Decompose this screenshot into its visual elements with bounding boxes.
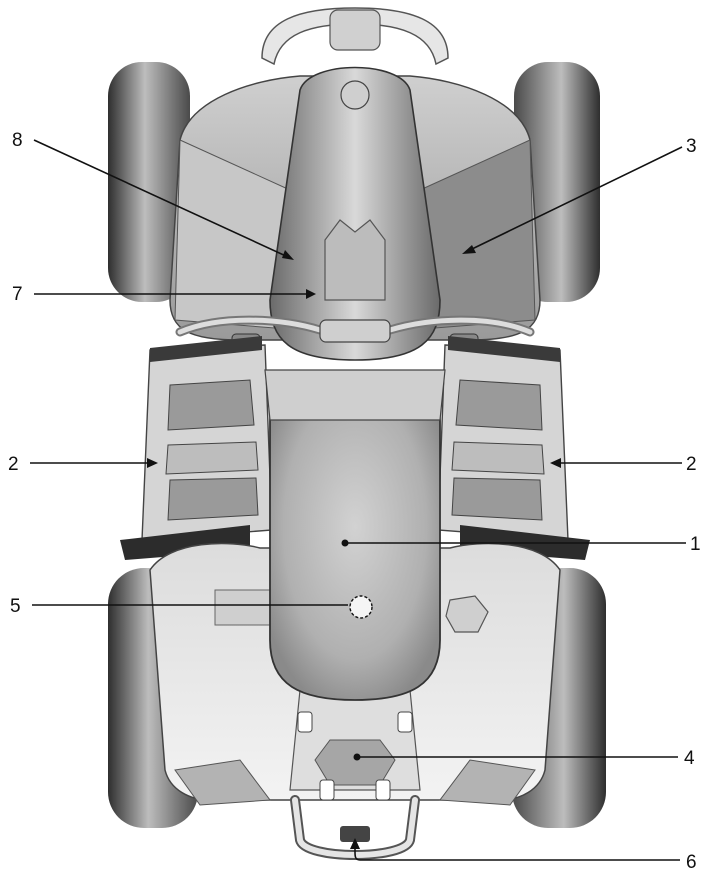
callout-3: 3 [686, 136, 697, 157]
callout-1: 1 [690, 534, 701, 555]
callout-8: 8 [12, 130, 23, 151]
front-bumper [262, 8, 448, 64]
hidden-location-marker [350, 596, 372, 618]
seat [265, 370, 445, 700]
callout-6: 6 [686, 852, 697, 873]
callout-2-left: 2 [8, 454, 19, 475]
callout-7: 7 [12, 284, 23, 305]
callout-2-right: 2 [686, 454, 697, 475]
callout-5: 5 [10, 596, 21, 617]
left-footwell [142, 345, 272, 540]
right-footwell [438, 345, 568, 540]
callout-4: 4 [684, 748, 695, 769]
